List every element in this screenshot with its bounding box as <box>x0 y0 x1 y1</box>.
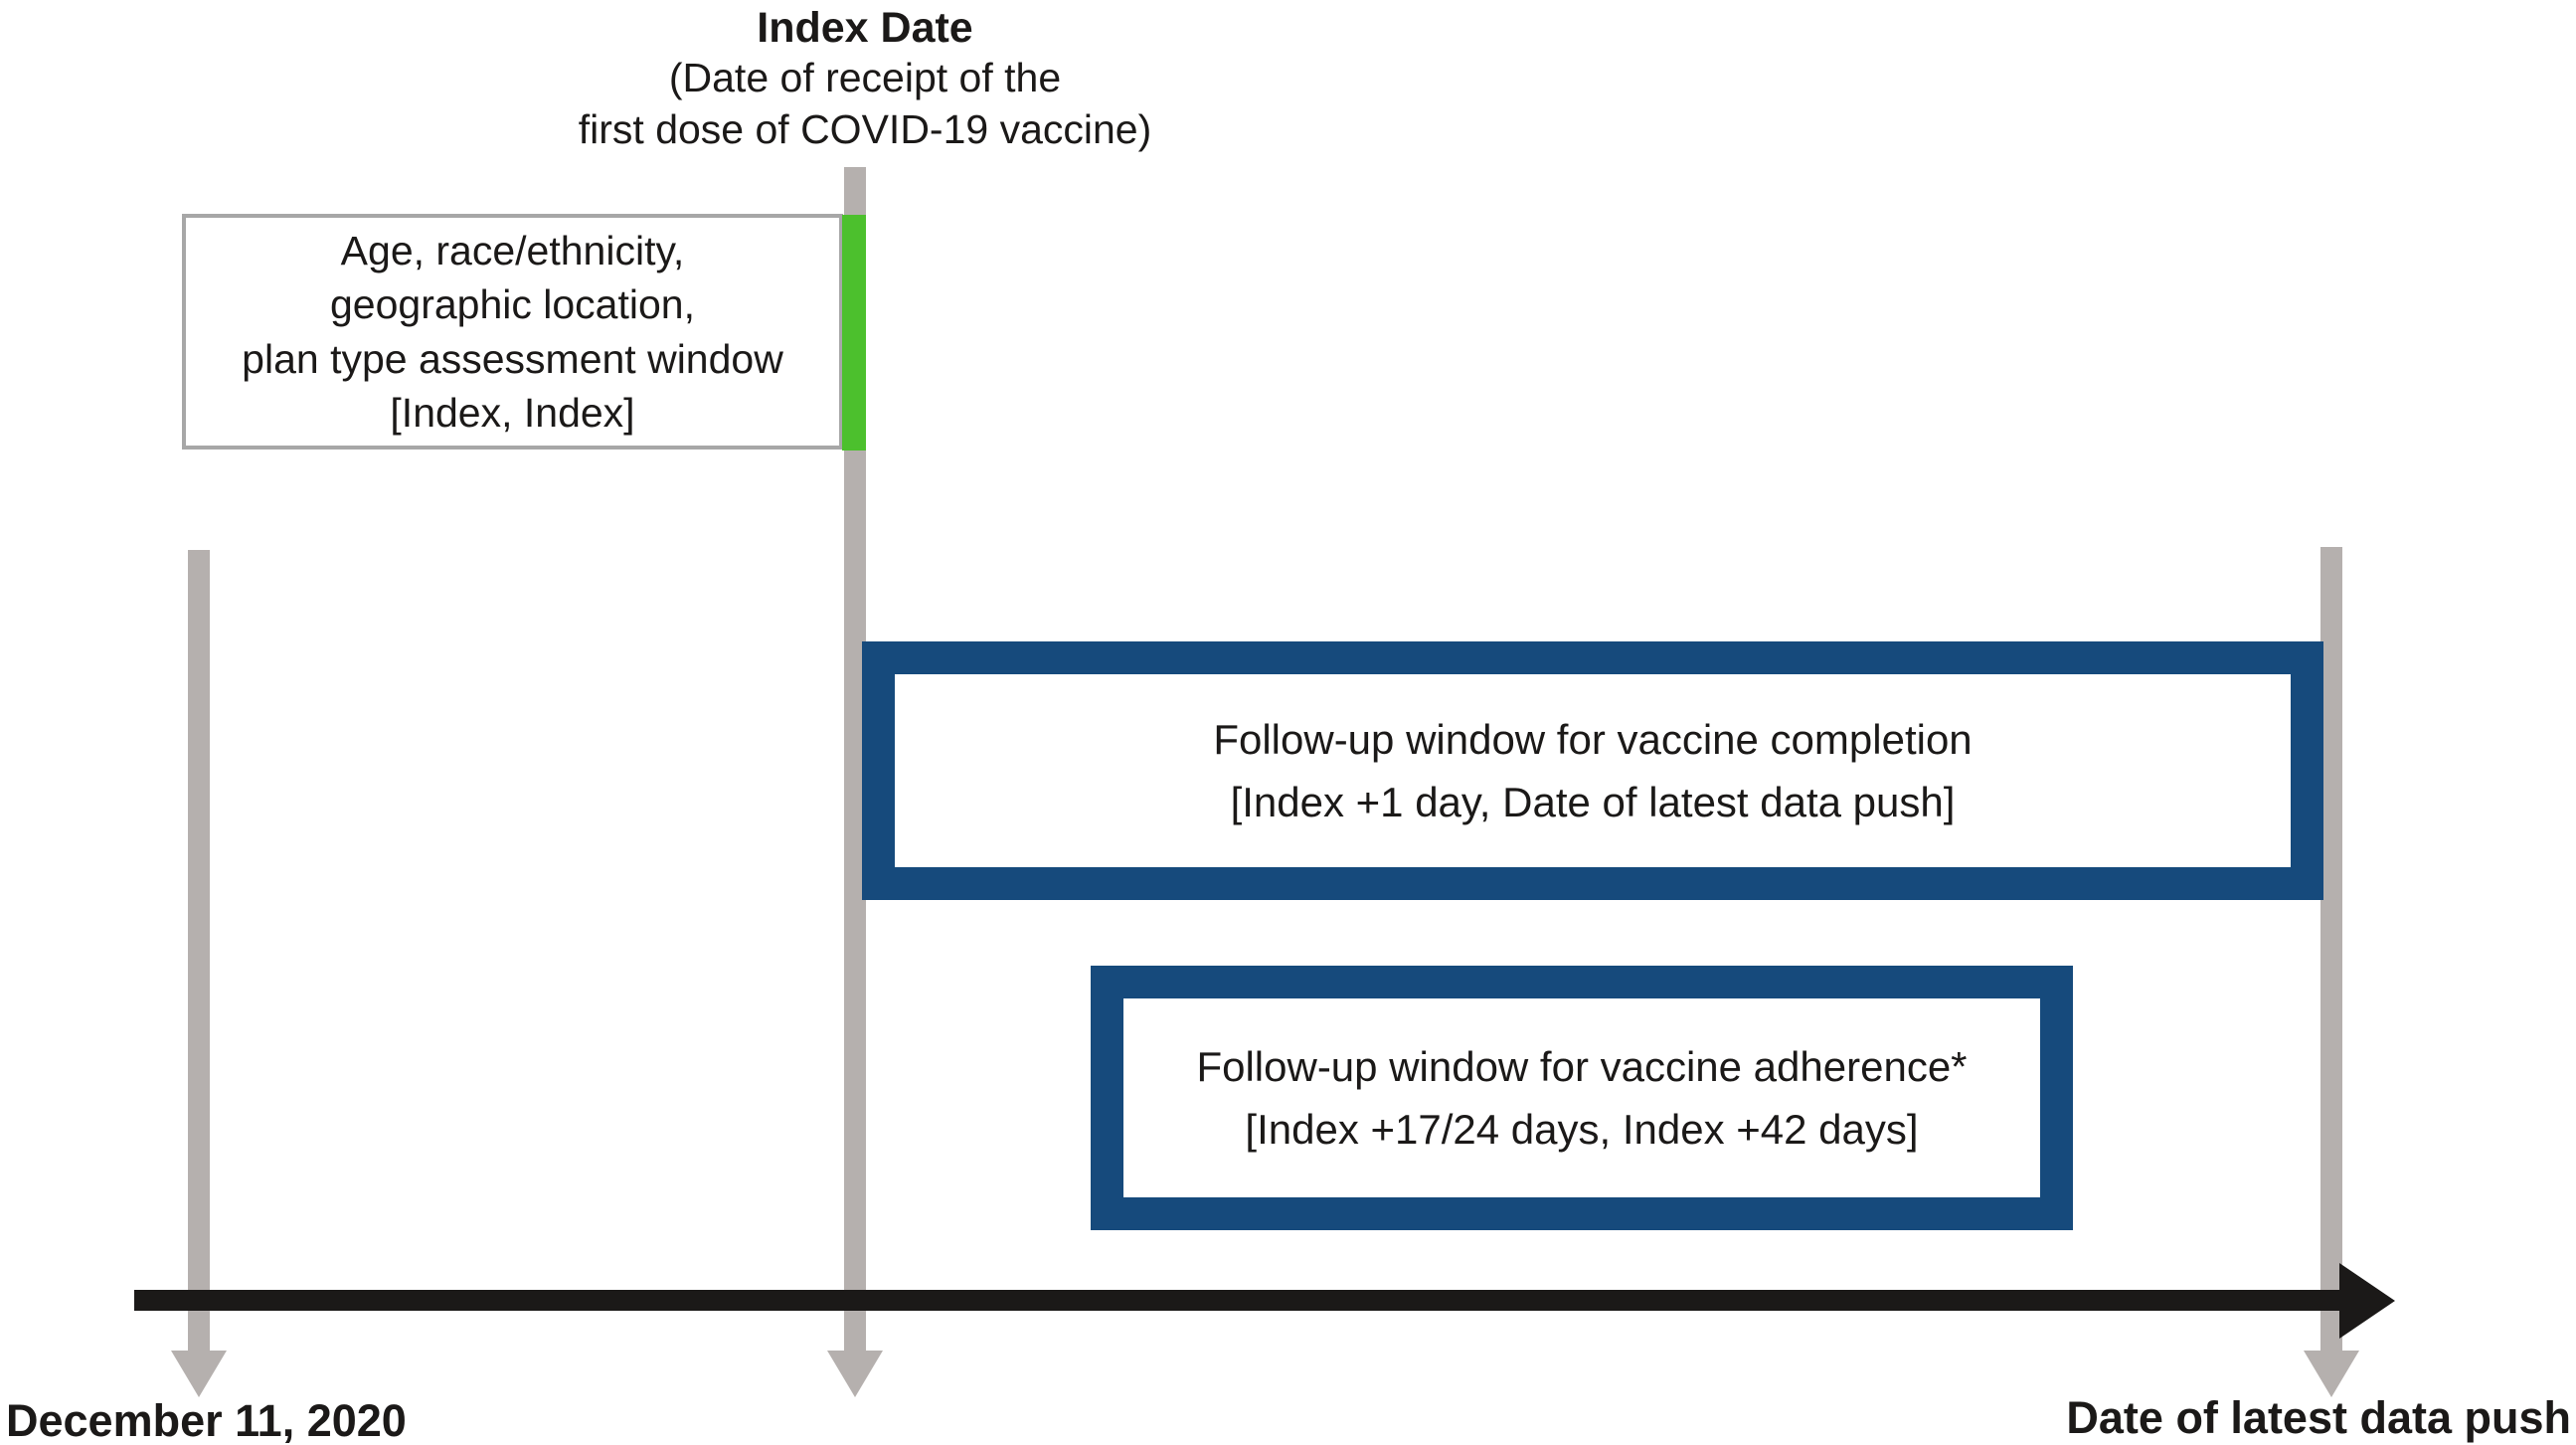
completion-window-text: Follow-up window for vaccine completion … <box>1213 716 1973 825</box>
completion-window-box: Follow-up window for vaccine completion … <box>862 641 2323 900</box>
arrow-shaft <box>844 167 866 1353</box>
down-arrow-icon <box>171 1351 227 1397</box>
arrow-shaft <box>2320 547 2342 1353</box>
down-arrow-icon <box>2304 1351 2359 1397</box>
index-date-subtitle: (Date of receipt of the first dose of CO… <box>578 55 1152 153</box>
timeline-end-label: Date of latest data push <box>2066 1392 2571 1443</box>
arrow-shaft <box>188 550 210 1353</box>
index-window-marker <box>842 215 866 451</box>
index-date-title: Index Date <box>757 4 973 52</box>
adherence-window-box: Follow-up window for vaccine adherence* … <box>1091 966 2073 1230</box>
timeline-start-label: December 11, 2020 <box>6 1395 407 1445</box>
assessment-window-text: Age, race/ethnicity, geographic location… <box>242 228 783 436</box>
down-arrow-icon <box>827 1351 883 1397</box>
adherence-window-text: Follow-up window for vaccine adherence* … <box>1196 1043 1968 1153</box>
index-date-header: Index Date (Date of receipt of the first… <box>579 4 1151 156</box>
timeline-axis <box>134 1290 2339 1311</box>
right-arrow-icon <box>2339 1263 2395 1339</box>
assessment-window-box: Age, race/ethnicity, geographic location… <box>182 214 843 450</box>
